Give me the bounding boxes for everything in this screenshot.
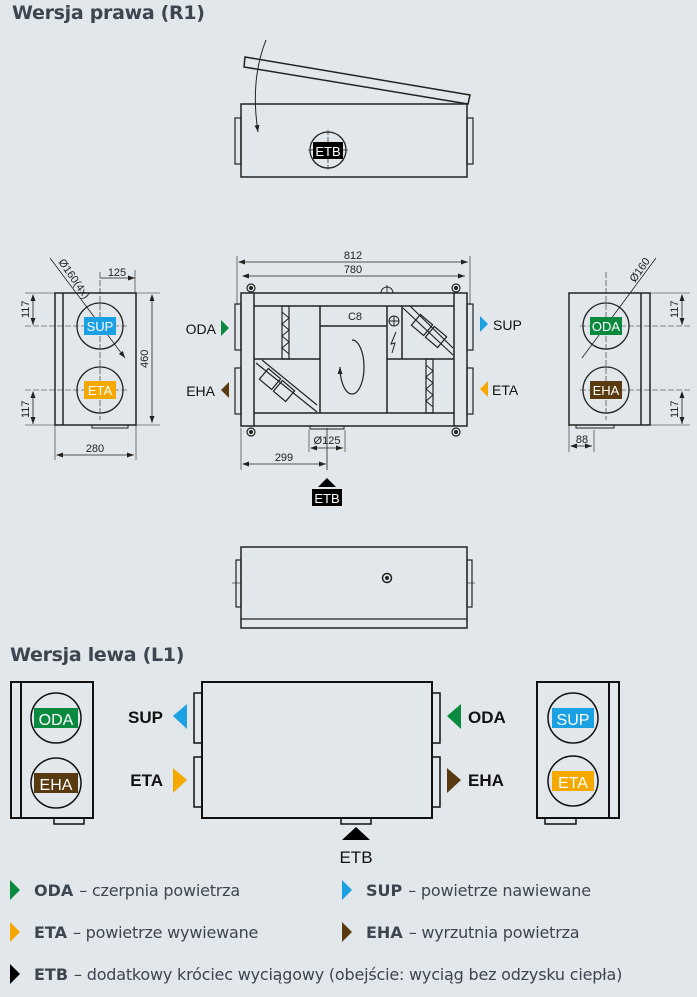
badge-sup-l1-right-text: SUP xyxy=(557,712,590,729)
heading-left-version: Wersja lewa (L1) xyxy=(10,644,185,666)
top-view-body xyxy=(240,103,468,178)
dim-side-right-88: 88 xyxy=(576,434,588,446)
legend-item-eta: ETA – powietrze wywiewane xyxy=(10,922,258,942)
top-view xyxy=(234,39,474,178)
dim-side-left-top-117: 117 xyxy=(20,300,32,318)
front-view xyxy=(234,256,474,470)
dim-front-299: 299 xyxy=(275,452,293,464)
legend-desc: – dodatkowy króciec wyciągowy (obejście:… xyxy=(74,964,623,984)
etb-badge-front xyxy=(312,489,342,506)
arrow-etb-front xyxy=(318,478,336,487)
legend-code: SUP xyxy=(366,880,403,900)
badge-eha-right-side-text: EHA xyxy=(593,383,620,398)
arrow-eha-l1 xyxy=(447,768,461,793)
badge-eta-l1-right-text: ETA xyxy=(558,775,588,792)
badge-sup-l1-right xyxy=(552,708,594,728)
lid xyxy=(243,56,471,105)
l1-front-view xyxy=(193,681,441,825)
dim-side-left-bottom-117: 117 xyxy=(20,400,32,418)
triangle-icon xyxy=(10,880,20,900)
legend-code: ETB xyxy=(34,964,69,984)
dim-front-etb-diameter: Ø125 xyxy=(314,435,341,447)
arrow-oda-l1 xyxy=(447,704,461,729)
legend-item-eha: EHA – wyrzutnia powietrza xyxy=(342,922,580,942)
top-view-stub-left xyxy=(234,117,242,165)
badge-oda-right-side-text: ODA xyxy=(592,319,621,334)
dim-front-812: 812 xyxy=(344,250,362,262)
legend-desc: – wyrzutnia powietrza xyxy=(408,922,580,942)
etb-badge-top xyxy=(313,142,343,159)
badge-eha-l1-left xyxy=(34,773,78,793)
label-eta-l1: ETA xyxy=(130,771,163,790)
badge-eta-l1-right xyxy=(552,771,594,791)
arrow-eta-front xyxy=(480,381,488,397)
triangle-icon xyxy=(10,922,20,942)
l1-left-side-view xyxy=(10,681,94,825)
fan-label-c8: C8 xyxy=(348,311,362,323)
badge-sup-left-side-text: SUP xyxy=(87,319,114,334)
badge-oda-l1-left-text: ODA xyxy=(39,712,74,729)
label-eha-front: EHA xyxy=(186,383,215,399)
etb-badge-front-text: ETB xyxy=(314,491,339,506)
arrow-sup-front xyxy=(480,316,488,332)
dim-side-right-top-117: 117 xyxy=(669,300,681,318)
badge-eha-right-side xyxy=(590,381,622,399)
label-etb-l1: ETB xyxy=(339,848,372,867)
dim-side-left-diameter: Ø160(4x) xyxy=(56,257,92,301)
label-sup-front: SUP xyxy=(493,317,522,333)
dim-front-780: 780 xyxy=(344,264,362,276)
dim-side-left-460: 460 xyxy=(139,350,151,368)
legend-desc: – powietrze nawiewane xyxy=(408,880,591,900)
badge-eha-l1-left-text: EHA xyxy=(40,777,73,794)
dim-side-left-280: 280 xyxy=(86,443,104,455)
legend-item-sup: SUP – powietrze nawiewane xyxy=(342,880,591,900)
label-oda-front: ODA xyxy=(186,321,217,337)
arrow-sup-l1 xyxy=(173,704,187,729)
label-sup-l1: SUP xyxy=(128,708,163,727)
legend-code: ODA xyxy=(34,880,74,900)
l1-right-side-view xyxy=(536,681,620,825)
label-eha-l1: EHA xyxy=(468,771,504,790)
dim-side-right-bottom-117: 117 xyxy=(669,400,681,418)
label-eta-front: ETA xyxy=(492,382,519,398)
heading-right-version: Wersja prawa (R1) xyxy=(12,2,205,24)
etb-badge-top-text: ETB xyxy=(315,144,340,159)
legend-desc: – powietrze wywiewane xyxy=(72,922,259,942)
legend-desc: – czerpnia powietrza xyxy=(79,880,240,900)
arrow-oda-front xyxy=(221,320,229,336)
arrow-etb-l1 xyxy=(342,827,370,840)
legend-code: ETA xyxy=(34,922,67,942)
dim-side-right-diameter: Ø160 xyxy=(628,256,653,285)
bottom-view xyxy=(232,546,475,629)
top-view-stub-right xyxy=(466,117,474,165)
lid-angle-arc xyxy=(254,39,267,133)
legend-item-oda: ODA – czerpnia powietrza xyxy=(10,880,240,900)
arrow-eta-l1 xyxy=(173,768,187,793)
legend-item-etb: ETB – dodatkowy króciec wyciągowy (obejś… xyxy=(10,964,622,984)
dim-side-left-125: 125 xyxy=(108,267,126,279)
triangle-icon xyxy=(10,964,20,984)
label-oda-l1: ODA xyxy=(468,708,506,727)
triangle-icon xyxy=(342,922,352,942)
legend-code: EHA xyxy=(366,922,403,942)
triangle-icon xyxy=(342,880,352,900)
arrow-eha-front xyxy=(221,382,229,398)
badge-oda-l1-left xyxy=(34,708,78,728)
badge-eta-left-side xyxy=(84,381,116,399)
badge-oda-right-side xyxy=(590,317,622,335)
badge-sup-left-side xyxy=(84,317,116,335)
badge-eta-left-side-text: ETA xyxy=(88,383,113,398)
right-side-view xyxy=(568,257,690,452)
